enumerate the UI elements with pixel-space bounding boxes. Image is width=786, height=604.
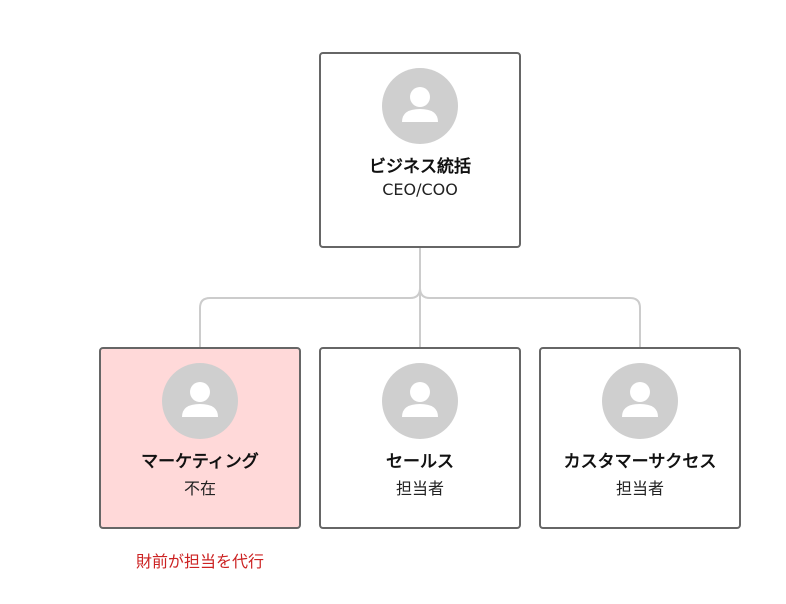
avatar-icon	[382, 363, 458, 439]
avatar-icon	[602, 363, 678, 439]
org-card-sales[interactable]: セールス 担当者	[319, 347, 521, 529]
card-name: ビジネス統括	[369, 157, 471, 177]
card-role: 担当者	[395, 479, 444, 498]
deputy-note: 財前が担当を代行	[135, 552, 264, 571]
card-name: セールス	[386, 452, 454, 472]
org-card-customer-success[interactable]: カスタマーサクセス 担当者	[539, 347, 741, 529]
card-role: CEO/COO	[382, 180, 458, 199]
avatar-icon	[382, 68, 458, 144]
avatar-icon	[162, 363, 238, 439]
org-card-head[interactable]: ビジネス統括 CEO/COO	[319, 52, 521, 248]
card-name: マーケティング	[141, 452, 259, 472]
card-role: 担当者	[615, 479, 664, 498]
card-role: 不在	[183, 479, 216, 498]
card-name: カスタマーサクセス	[563, 452, 717, 472]
org-card-marketing[interactable]: マーケティング 不在	[99, 347, 301, 529]
